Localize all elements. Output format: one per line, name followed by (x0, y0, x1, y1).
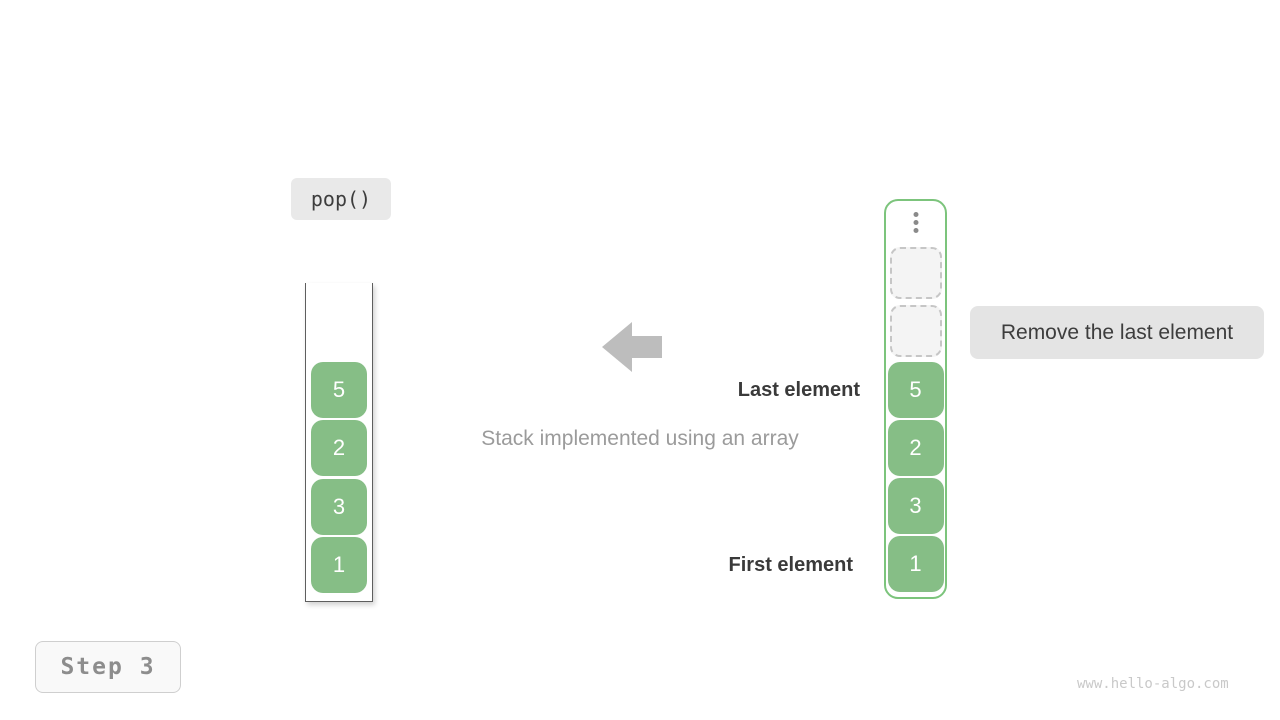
cell-value: 1 (909, 551, 922, 576)
left-arrow-icon (602, 322, 662, 372)
logical-stack-cell: 5 (887, 362, 944, 418)
logical-stack-cell: 1 (887, 536, 944, 592)
array-stack-cell: 1 (311, 537, 367, 593)
cell-value: 3 (332, 493, 346, 519)
pop-operation-chip: pop() (291, 178, 391, 220)
ellipsis-dot (913, 220, 918, 225)
cell-value: 2 (332, 435, 346, 460)
array-stack-cell: 5 (311, 361, 367, 418)
step-badge-label: Step 3 (60, 654, 156, 680)
step-badge: Step 3 (35, 641, 181, 693)
watermark-text: www.hello-algo.com (1077, 676, 1229, 692)
ellipsis-dot (913, 212, 918, 217)
array-stack-cell: 2 (311, 420, 367, 476)
first-element-label: First element (728, 554, 853, 576)
empty-slot (889, 305, 942, 357)
pop-operation-label: pop() (310, 187, 372, 211)
empty-slot (889, 247, 942, 299)
caption-text: Stack implemented using an array (481, 427, 799, 450)
remove-tooltip: Remove the last element (970, 306, 1264, 359)
logical-stack-container: 5 2 3 1 (884, 199, 947, 599)
array-stack-container: 5 2 3 1 (305, 283, 373, 602)
cell-value: 2 (909, 435, 922, 460)
cell-value: 5 (332, 376, 346, 402)
array-stack-cell: 3 (311, 478, 367, 535)
last-element-label: Last element (737, 379, 860, 401)
logical-stack-cell: 3 (887, 478, 944, 534)
remove-tooltip-text: Remove the last element (1000, 320, 1234, 344)
ellipsis-dot (913, 228, 918, 233)
cell-value: 5 (909, 377, 922, 402)
cell-value: 3 (909, 493, 922, 518)
vertical-ellipsis-icon (913, 212, 918, 233)
logical-stack-cell: 2 (887, 420, 944, 476)
cell-value: 1 (332, 552, 346, 577)
